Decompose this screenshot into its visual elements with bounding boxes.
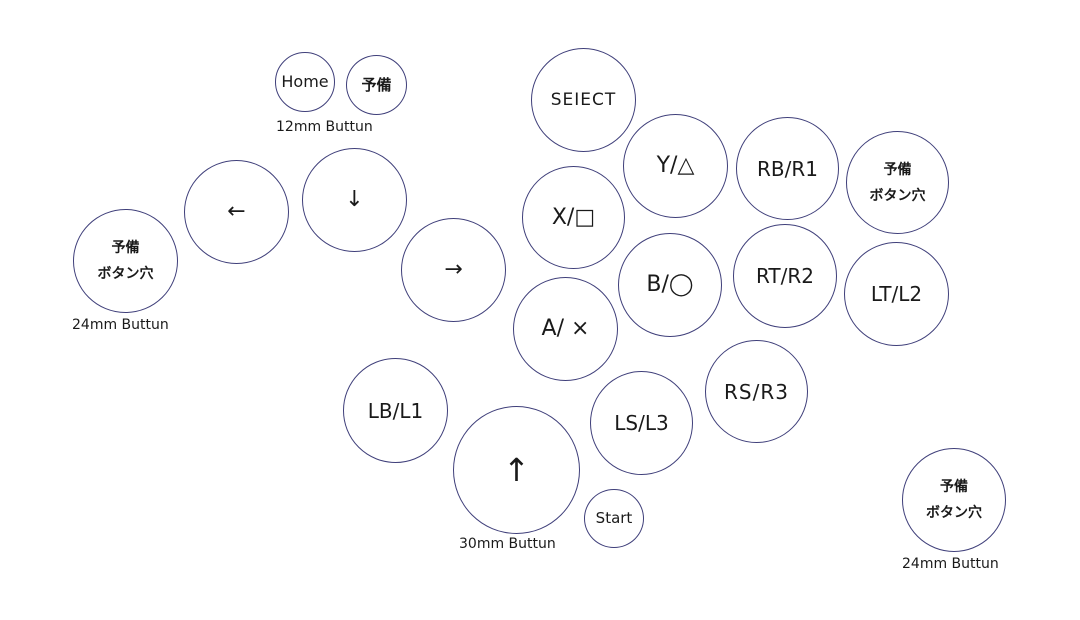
rt-r2-button[interactable]: RT/R2 [733, 224, 837, 328]
down-arrow-icon: ↓ [345, 187, 364, 212]
home-button[interactable]: Home [275, 52, 335, 112]
rb-r1-label: RB/R1 [757, 156, 818, 181]
spare-button-top[interactable]: 予備 [346, 55, 407, 115]
spare-hole-lower-right-line1: 予備 [940, 479, 968, 495]
ls-l3-label: LS/L3 [614, 411, 669, 435]
size-label-30mm: 30mm Buttun [459, 536, 556, 552]
rs-r3-button[interactable]: RS/R3 [705, 340, 808, 443]
a-cross-label: A/ × [541, 316, 590, 341]
spare-hole-left-line2: ボタン穴 [97, 266, 154, 282]
y-triangle-label: Y/△ [656, 153, 695, 178]
select-button[interactable]: SEIECT [531, 48, 636, 152]
ls-l3-button[interactable]: LS/L3 [590, 371, 693, 475]
rs-r3-label: RS/R3 [724, 379, 789, 404]
size-label-24mm-left: 24mm Buttun [72, 317, 169, 333]
size-label-24mm-right: 24mm Buttun [902, 556, 999, 572]
left-arrow-button[interactable]: ← [184, 160, 289, 264]
start-button[interactable]: Start [584, 489, 644, 548]
rt-r2-label: RT/R2 [755, 264, 815, 288]
start-button-label: Start [595, 509, 633, 527]
lt-l2-button[interactable]: LT/L2 [844, 242, 949, 346]
spare-hole-upper-right-line1: 予備 [883, 161, 912, 178]
select-button-label: SEIECT [550, 89, 617, 110]
up-arrow-icon: ↑ [503, 451, 530, 489]
left-arrow-icon: ← [227, 199, 246, 224]
b-circle-label: B/◯ [646, 272, 694, 297]
spare-hole-lower-right[interactable]: 予備 ボタン穴 [902, 448, 1006, 552]
down-arrow-button[interactable]: ↓ [302, 148, 407, 252]
up-arrow-button[interactable]: ↑ [453, 406, 580, 534]
size-label-12mm: 12mm Buttun [276, 119, 373, 135]
lb-l1-button[interactable]: LB/L1 [343, 358, 448, 463]
x-square-label: X/□ [551, 204, 596, 230]
lt-l2-label: LT/L2 [870, 282, 923, 306]
right-arrow-button[interactable]: → [401, 218, 506, 322]
b-circle-button[interactable]: B/◯ [618, 233, 722, 337]
spare-hole-left-line1: 予備 [111, 240, 140, 256]
home-button-label: Home [281, 72, 329, 91]
y-triangle-button[interactable]: Y/△ [623, 114, 728, 218]
spare-hole-lower-right-line2: ボタン穴 [926, 505, 982, 521]
spare-button-top-label: 予備 [361, 75, 392, 94]
rb-r1-button[interactable]: RB/R1 [736, 117, 839, 220]
x-square-button[interactable]: X/□ [522, 166, 625, 269]
lb-l1-label: LB/L1 [367, 398, 424, 423]
spare-hole-left[interactable]: 予備 ボタン穴 [73, 209, 178, 313]
a-cross-button[interactable]: A/ × [513, 277, 618, 381]
spare-hole-upper-right-line2: ボタン穴 [869, 187, 926, 204]
spare-hole-upper-right[interactable]: 予備 ボタン穴 [846, 131, 949, 234]
right-arrow-icon: → [444, 257, 463, 282]
